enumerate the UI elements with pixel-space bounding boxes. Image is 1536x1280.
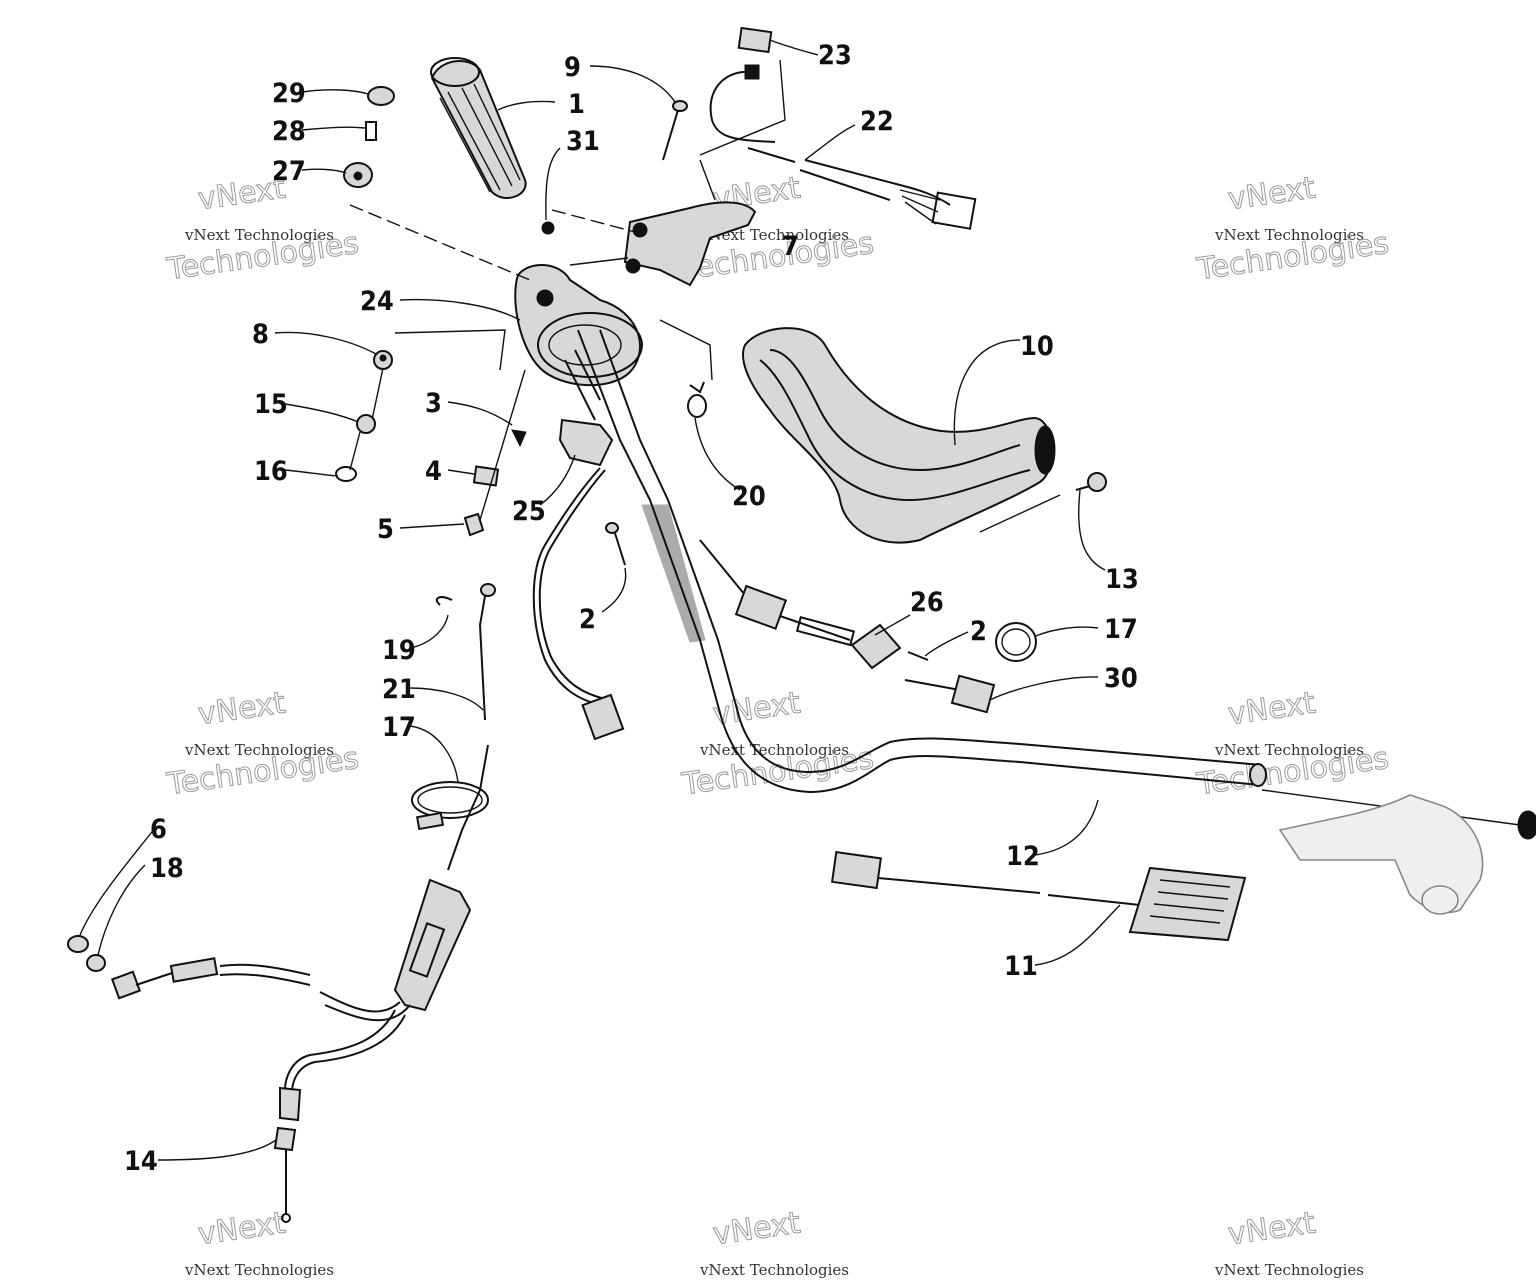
part-throttle-cable: [435, 583, 496, 871]
watermark-big-line1: vNext: [196, 1205, 288, 1252]
part-screw-13: [1075, 472, 1107, 492]
part-connector-right: [699, 539, 1037, 714]
callout-15[interactable]: 15: [254, 389, 288, 420]
watermark-big-line1: vNext: [1226, 685, 1318, 732]
watermark-small: vNext Technologies: [184, 226, 334, 244]
watermark-bottom-left: vNext vNext Technologies: [184, 1205, 334, 1279]
watermark-small: vNext Technologies: [699, 226, 849, 244]
callout-4[interactable]: 4: [425, 456, 442, 487]
callout-20[interactable]: 20: [732, 481, 766, 512]
callout-17b[interactable]: 17: [382, 712, 416, 743]
part-bracket: [623, 201, 757, 287]
callout-23[interactable]: 23: [818, 40, 852, 71]
leader-lines: [79, 39, 1121, 1161]
watermark-small: vNext Technologies: [699, 1261, 849, 1279]
watermark-top-left: vNext vNext Technologies Technologies: [164, 170, 362, 288]
callout-28[interactable]: 28: [272, 116, 306, 147]
callout-27[interactable]: 27: [272, 156, 306, 187]
watermark-top-right: vNext vNext Technologies Technologies: [1194, 170, 1392, 288]
parts: [67, 26, 1536, 1223]
watermark-bottom-center: vNext vNext Technologies: [699, 1205, 849, 1279]
part-throttle-sensor: [219, 878, 472, 1223]
callout-2b[interactable]: 2: [970, 616, 987, 647]
callout-2a[interactable]: 2: [579, 604, 596, 635]
callout-8[interactable]: 8: [252, 319, 269, 350]
watermark-small: vNext Technologies: [184, 1261, 334, 1279]
callout-21[interactable]: 21: [382, 674, 416, 705]
callout-5[interactable]: 5: [377, 514, 394, 545]
watermark-small: vNext Technologies: [699, 741, 849, 759]
part-adjuster-left: [67, 935, 219, 1000]
part-grip: [430, 57, 527, 199]
callout-10[interactable]: 10: [1020, 331, 1054, 362]
watermark-mid-right: vNext vNext Technologies Technologies: [1194, 685, 1392, 803]
part-clip: [687, 381, 707, 418]
watermark-small: vNext Technologies: [184, 741, 334, 759]
callouts: 1 2 2 3 4 5 6 7 8 9 10 11 12 13 14 15 16…: [124, 40, 1139, 1177]
part-ghost-bracket: [1278, 794, 1536, 915]
callout-11[interactable]: 11: [1004, 951, 1038, 982]
callout-26[interactable]: 26: [910, 587, 944, 618]
watermark-small: vNext Technologies: [1214, 226, 1364, 244]
watermark-small: vNext Technologies: [1214, 741, 1364, 759]
callout-29[interactable]: 29: [272, 78, 306, 109]
part-screw-stack-left: [335, 350, 393, 482]
callout-17a[interactable]: 17: [1104, 614, 1138, 645]
callout-9[interactable]: 9: [564, 52, 581, 83]
part-harness-top: [709, 26, 977, 230]
part-cap-stack: [343, 86, 395, 188]
assembly-lines: [349, 59, 1061, 533]
callout-19[interactable]: 19: [382, 635, 416, 666]
watermark-small: vNext Technologies: [1214, 1261, 1364, 1279]
callout-13[interactable]: 13: [1105, 564, 1139, 595]
watermark-big-line1: vNext: [196, 685, 288, 732]
part-bolt-long: [662, 100, 688, 161]
part-heater-element: [830, 850, 1247, 942]
watermark-big-line1: vNext: [1226, 170, 1318, 217]
callout-16[interactable]: 16: [254, 456, 288, 487]
watermark-mid-left: vNext vNext Technologies Technologies: [164, 685, 362, 803]
callout-7[interactable]: 7: [782, 231, 799, 262]
part-clamp-lower: [411, 781, 489, 831]
callout-25[interactable]: 25: [512, 496, 546, 527]
callout-18[interactable]: 18: [150, 853, 184, 884]
callout-6[interactable]: 6: [150, 814, 167, 845]
watermark-big-line1: vNext: [711, 1205, 803, 1252]
watermark-big-line1: vNext: [1226, 1205, 1318, 1252]
callout-22[interactable]: 22: [860, 106, 894, 137]
callout-14[interactable]: 14: [124, 1146, 158, 1177]
callout-24[interactable]: 24: [360, 286, 394, 317]
callout-12[interactable]: 12: [1006, 841, 1040, 872]
callout-31[interactable]: 31: [566, 126, 600, 157]
callout-1[interactable]: 1: [568, 89, 585, 120]
callout-3[interactable]: 3: [425, 388, 442, 419]
callout-30[interactable]: 30: [1104, 663, 1138, 694]
part-switch: [532, 349, 625, 741]
part-hand-guard: [742, 327, 1056, 544]
part-screw-lower: [605, 522, 626, 566]
watermark-bottom-right: vNext vNext Technologies: [1214, 1205, 1364, 1279]
part-throttle-housing: [514, 221, 643, 387]
